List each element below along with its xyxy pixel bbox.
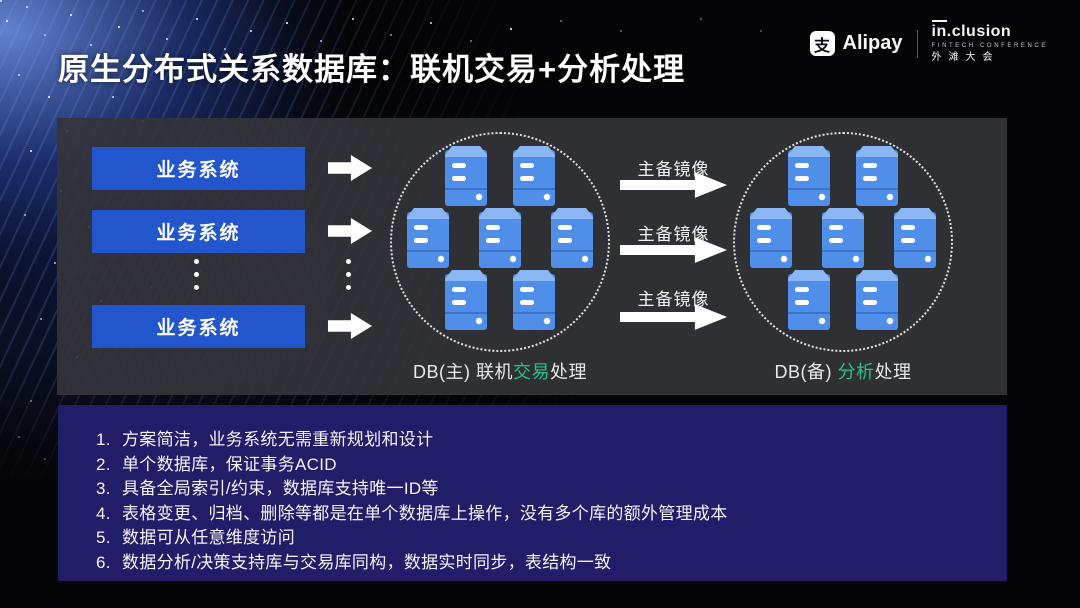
flow-arrow-icon bbox=[328, 155, 372, 181]
note-number: 6. bbox=[96, 552, 111, 572]
server-icon bbox=[511, 268, 557, 332]
inclusion-subtitle: FINTECH CONFERENCE bbox=[931, 43, 1048, 49]
alipay-wordmark: Alipay bbox=[842, 32, 903, 54]
brand-logos: 支 Alipay in.clusion FINTECH CONFERENCE 外… bbox=[809, 20, 1049, 63]
server-row bbox=[786, 268, 900, 332]
inclusion-wordmark-rest: .clusion bbox=[946, 23, 1012, 40]
business-system-box: 业务系统 bbox=[92, 210, 305, 253]
mirror-label: 主备镜像 bbox=[637, 290, 710, 309]
note-text: 数据分析/决策支持库与交易库同构，数据实时同步，表结构一致 bbox=[122, 552, 612, 572]
server-icon bbox=[443, 144, 489, 208]
vertical-ellipsis-icon bbox=[194, 259, 199, 290]
primary-db-cluster bbox=[390, 132, 610, 352]
alipay-icon: 支 bbox=[809, 31, 835, 56]
server-row bbox=[443, 268, 557, 332]
inclusion-chinese-name: 外滩大会 bbox=[931, 52, 1000, 63]
note-number: 2. bbox=[96, 454, 111, 474]
alipay-logo: 支 Alipay bbox=[809, 31, 903, 56]
note-item: 4. 表格变更、归档、删除等都是在单个数据库上操作，没有多个库的额外管理成本 bbox=[96, 502, 977, 527]
primary-db-label: DB(主) 联机交易处理 bbox=[390, 358, 610, 384]
server-icon bbox=[511, 144, 557, 208]
note-text: 数据可从任意维度访问 bbox=[122, 528, 295, 547]
server-row bbox=[405, 206, 595, 270]
note-item: 2. 单个数据库，保证事务ACID bbox=[96, 453, 977, 478]
note-text: 单个数据库，保证事务ACID bbox=[122, 454, 337, 474]
note-item: 3. 具备全局索引/约束，数据库支持唯一ID等 bbox=[96, 477, 977, 502]
standby-db-label-highlight: 分析 bbox=[837, 362, 875, 382]
primary-db-label-suffix: 处理 bbox=[550, 362, 587, 382]
inclusion-wordmark: in.clusion bbox=[931, 20, 1012, 40]
server-row bbox=[786, 144, 900, 208]
diagram-panel: 业务系统 业务系统 业务系统 DB(主) 联机交易处理 bbox=[57, 118, 1007, 395]
server-row bbox=[748, 206, 938, 270]
mirror-label: 主备镜像 bbox=[637, 225, 710, 244]
server-icon bbox=[854, 268, 900, 332]
mirror-label: 主备镜像 bbox=[637, 160, 710, 179]
standby-db-cluster bbox=[733, 132, 953, 352]
server-icon bbox=[477, 206, 523, 270]
server-icon bbox=[786, 268, 832, 332]
server-icon bbox=[820, 206, 866, 270]
note-text: 方案简洁，业务系统无需重新规划和设计 bbox=[122, 430, 434, 449]
inclusion-logo: in.clusion FINTECH CONFERENCE 外滩大会 bbox=[931, 20, 1048, 63]
note-item: 1. 方案简洁，业务系统无需重新规划和设计 bbox=[96, 428, 977, 453]
notes-panel: 1. 方案简洁，业务系统无需重新规划和设计 2. 单个数据库，保证事务ACID 3.… bbox=[58, 405, 1007, 581]
note-number: 4. bbox=[96, 503, 111, 523]
note-text: 具备全局索引/约束，数据库支持唯一ID等 bbox=[122, 479, 439, 498]
server-icon bbox=[405, 206, 451, 270]
flow-arrow-icon bbox=[328, 218, 372, 244]
note-item: 6. 数据分析/决策支持库与交易库同构，数据实时同步，表结构一致 bbox=[96, 551, 977, 576]
standby-db-label: DB(备) 分析处理 bbox=[733, 358, 953, 384]
business-system-box: 业务系统 bbox=[92, 147, 305, 190]
logo-divider bbox=[916, 29, 918, 58]
note-item: 5. 数据可从任意维度访问 bbox=[96, 526, 977, 551]
server-icon bbox=[443, 268, 489, 332]
vertical-ellipsis-icon bbox=[346, 259, 351, 290]
flow-arrow-icon bbox=[328, 313, 372, 339]
server-icon bbox=[549, 206, 595, 270]
primary-db-label-highlight: 交易 bbox=[513, 362, 550, 382]
note-number: 5. bbox=[96, 528, 111, 547]
primary-db-label-prefix: DB(主) 联机 bbox=[413, 362, 513, 382]
server-row bbox=[443, 144, 557, 208]
page-title: 原生分布式关系数据库：联机交易+分析处理 bbox=[58, 52, 686, 87]
standby-db-label-suffix: 处理 bbox=[874, 362, 912, 382]
star-particles bbox=[0, 0, 2, 2]
server-icon bbox=[854, 144, 900, 208]
standby-db-label-prefix: DB(备) bbox=[774, 362, 838, 382]
server-icon bbox=[748, 206, 794, 270]
note-text: 表格变更、归档、删除等都是在单个数据库上操作，没有多个库的额外管理成本 bbox=[122, 503, 728, 523]
server-icon bbox=[786, 144, 832, 208]
server-icon bbox=[892, 206, 938, 270]
note-number: 3. bbox=[96, 479, 111, 498]
note-number: 1. bbox=[96, 430, 111, 449]
inclusion-wordmark-over: in bbox=[931, 20, 947, 40]
business-system-box: 业务系统 bbox=[92, 305, 305, 348]
